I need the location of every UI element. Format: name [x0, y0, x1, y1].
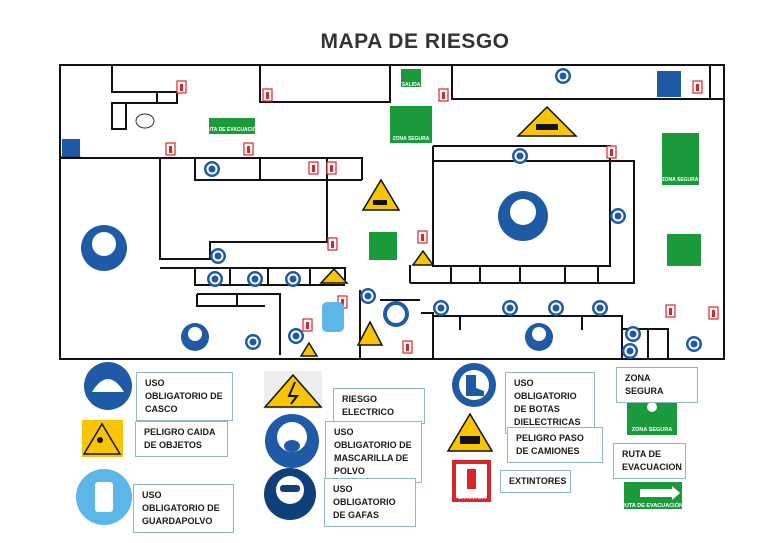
legend-icons	[76, 362, 682, 525]
legend-zona-segura-sign-text: ZONA SEGURA	[632, 427, 672, 433]
legend-camiones-label: PELIGRO PASO DE CAMIONES	[507, 427, 603, 463]
warning-marks	[299, 105, 578, 357]
legend-ruta-sign-text: RUTA DE EVACUACIÓN	[621, 501, 683, 509]
legend-botas-label: USO OBLIGATORIO DE BOTAS DIELECTRICAS	[505, 372, 595, 434]
legend-caida-label: PELIGRO CAIDA DE OBJETOS	[135, 421, 228, 457]
legend-ruta-label: RUTA DE EVACUACION	[613, 443, 686, 479]
ruta-sign-text: RUTA DE EVACUACIÓN	[204, 125, 261, 133]
mask-sign-large	[81, 191, 553, 351]
legend-extintor-sign-text: EXTINTOR	[458, 495, 486, 501]
salida-sign-text: SALIDA	[402, 82, 421, 88]
legend-gafas-label: USO OBLIGATORIO DE GAFAS	[324, 478, 416, 527]
legend-guardapolvo-label: USO OBLIGATORIO DE GUARDAPOLVO	[133, 484, 234, 533]
page-title: MAPA DE RIESGO	[320, 30, 510, 53]
truck-warning-icon	[446, 412, 494, 452]
legend-casco-label: USO OBLIGATORIO DE CASCO	[136, 372, 233, 421]
legend-extintores-label: EXTINTORES	[500, 470, 571, 493]
green-signs	[62, 69, 701, 266]
legend-electrico-label: RIESGO ELECTRICO	[333, 388, 425, 424]
zona-segura-sign-text-2: ZONA SEGURA	[662, 177, 699, 183]
zona-segura-sign-text: ZONA SEGURA	[393, 136, 430, 142]
riesgos-sign-text: RIESGOS	[61, 155, 82, 160]
legend-mascarilla-label: USO OBLIGATORIO DE MASCARILLA DE POLVO	[325, 421, 422, 483]
legend-zona-segura-label: ZONA SEGURA	[616, 367, 698, 403]
